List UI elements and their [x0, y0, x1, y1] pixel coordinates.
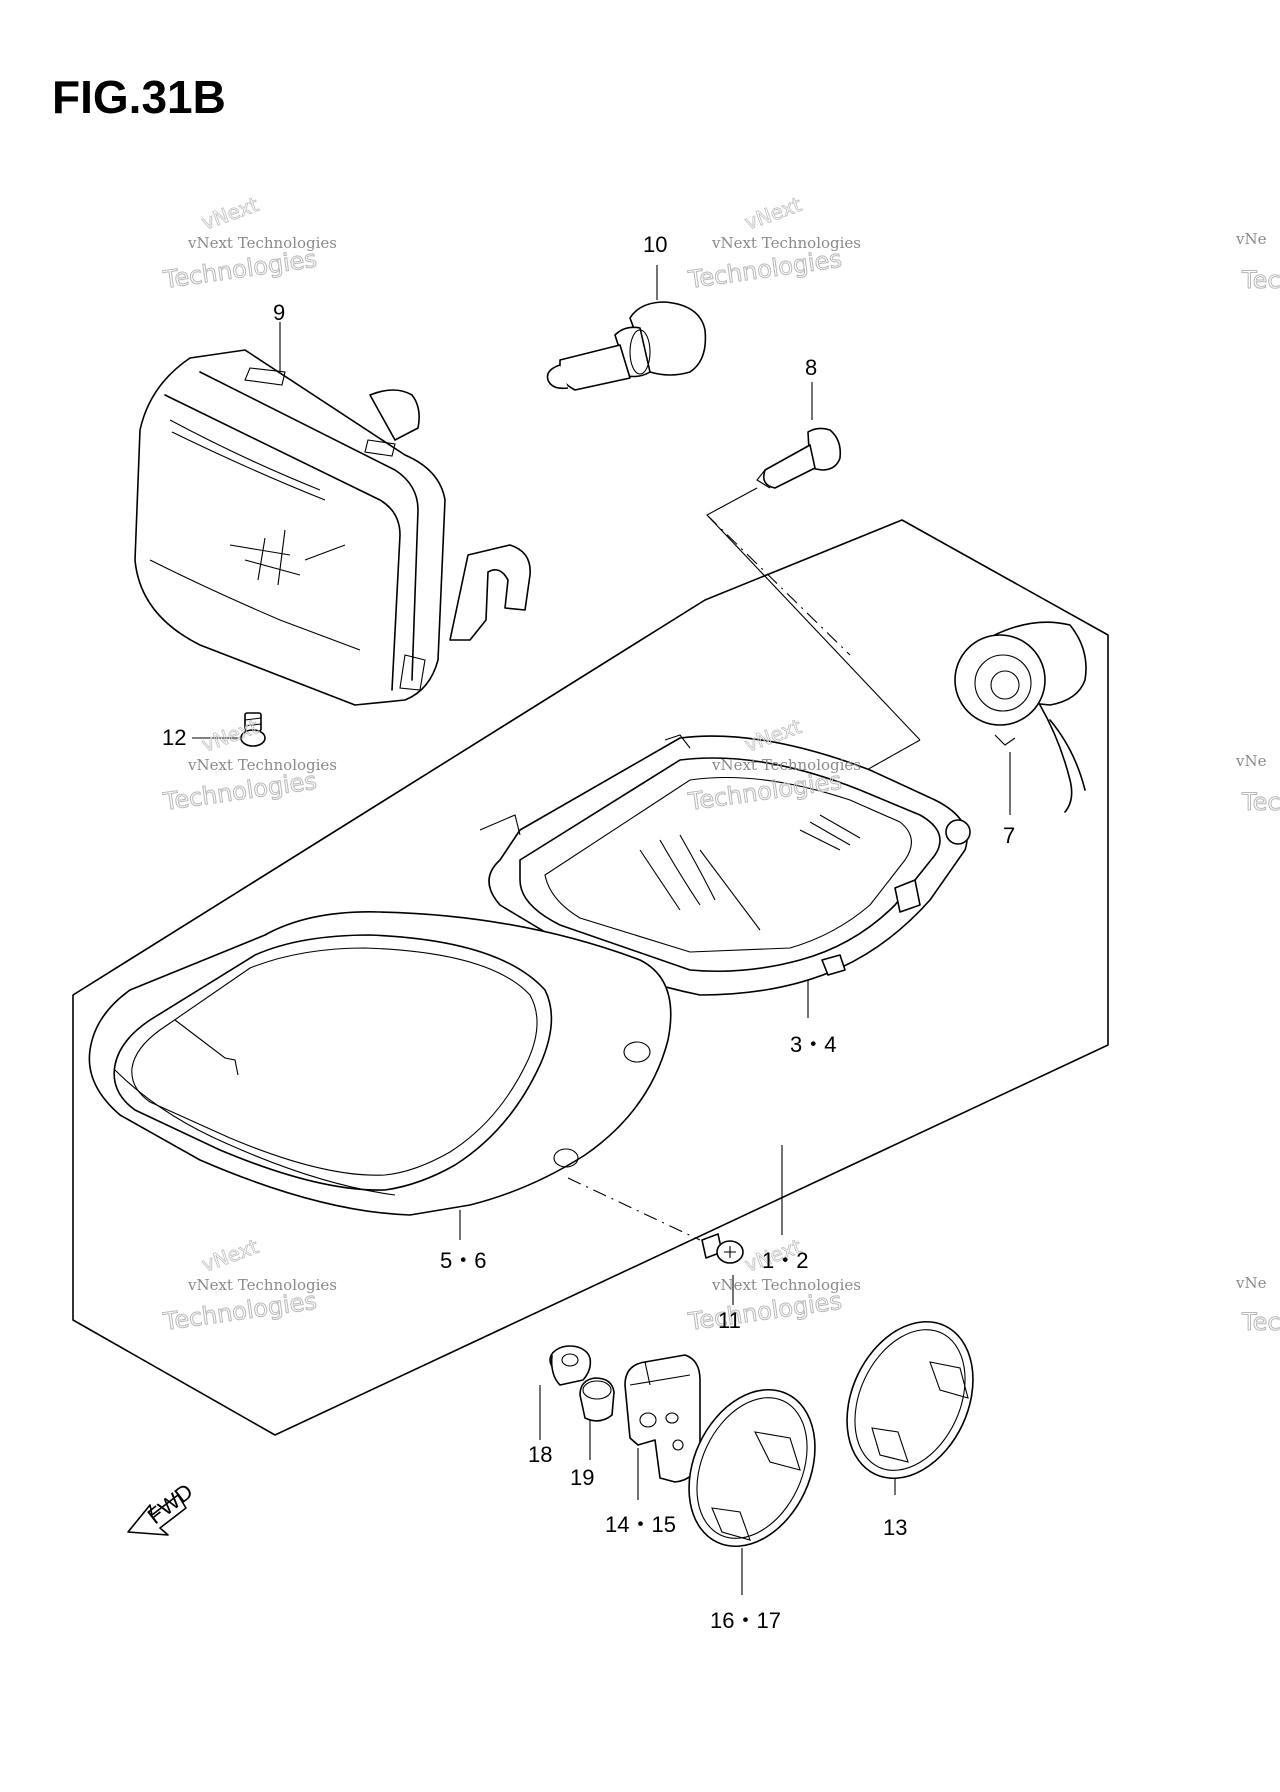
leader-lines: [192, 265, 1011, 1595]
callout-labels: 10 9 8 12 7 3・4 1・2 5・6 11 18 19 14・15 1…: [162, 232, 1015, 1633]
part-18-grommet: [549, 1345, 592, 1386]
callout-18: 18: [528, 1442, 552, 1467]
callout-10: 10: [643, 232, 667, 257]
watermark-mid-left: vNext vNext Technologies Technologies: [160, 714, 337, 817]
figure-title: FIG.31B: [52, 71, 226, 123]
callout-19: 19: [570, 1465, 594, 1490]
watermark-right-edge: vNe Tec vNe Tec vNe Tec: [1235, 230, 1280, 1337]
callout-13: 13: [883, 1515, 907, 1540]
svg-text:vNe: vNe: [1235, 1274, 1267, 1292]
svg-text:Technologies: Technologies: [161, 1287, 319, 1336]
svg-text:vNext: vNext: [199, 192, 262, 235]
part-9-lens-housing: [134, 349, 531, 706]
part-8-position-bulb: [756, 427, 842, 489]
svg-text:vNext: vNext: [199, 1234, 262, 1277]
callout-11: 11: [718, 1308, 741, 1333]
fwd-label: FWD: [143, 1478, 198, 1529]
svg-text:vNext Technologies: vNext Technologies: [187, 1276, 337, 1294]
assembly-outline: [72, 519, 1109, 1436]
part-5-6-headlight-rim: [88, 911, 672, 1216]
part-11-screw: [701, 1233, 744, 1264]
callout-8: 8: [805, 355, 817, 380]
svg-text:vNe: vNe: [1235, 230, 1267, 248]
callout-12: 12: [162, 725, 186, 750]
svg-text:vNext: vNext: [199, 714, 262, 757]
callout-5-6: 5・6: [440, 1248, 486, 1273]
callout-3-4: 3・4: [790, 1032, 836, 1057]
part-3-4-headlight-unit: [479, 734, 971, 996]
part-19-collar: [579, 1377, 615, 1422]
svg-text:Technologies: Technologies: [161, 767, 319, 816]
watermark-low-left: vNext vNext Technologies Technologies: [160, 1234, 337, 1337]
part-12-screw: [240, 712, 266, 747]
svg-text:Tec: Tec: [1241, 788, 1280, 816]
part-16-17-reflector: [688, 1388, 816, 1548]
part-7-bulb-socket: [954, 621, 1087, 813]
svg-text:Technologies: Technologies: [686, 1287, 844, 1336]
callout-9: 9: [273, 300, 285, 325]
svg-text:Technologies: Technologies: [161, 245, 319, 294]
part-13-reflector: [846, 1320, 974, 1480]
watermark-top-left: vNext vNext Technologies Technologies: [160, 192, 337, 295]
fwd-arrow-icon: FWD: [127, 1478, 198, 1536]
svg-text:vNe: vNe: [1235, 752, 1267, 770]
svg-text:Technologies: Technologies: [686, 245, 844, 294]
callout-7: 7: [1003, 823, 1015, 848]
svg-text:vNext Technologies: vNext Technologies: [711, 234, 861, 252]
svg-text:Tec: Tec: [1241, 1308, 1280, 1336]
part-10-headlight-bulb: [546, 301, 707, 391]
callout-1-2: 1・2: [762, 1248, 808, 1273]
svg-text:vNext Technologies: vNext Technologies: [711, 1276, 861, 1294]
callout-16-17: 16・17: [710, 1608, 781, 1633]
svg-text:vNext Technologies: vNext Technologies: [711, 756, 861, 774]
svg-text:vNext: vNext: [742, 192, 805, 235]
svg-text:vNext Technologies: vNext Technologies: [187, 234, 337, 252]
svg-text:Tec: Tec: [1241, 266, 1280, 294]
svg-text:vNext Technologies: vNext Technologies: [187, 756, 337, 774]
part-14-15-bracket: [624, 1354, 701, 1483]
callout-14-15: 14・15: [605, 1512, 676, 1537]
watermark-top-center: vNext vNext Technologies Technologies: [685, 192, 861, 295]
